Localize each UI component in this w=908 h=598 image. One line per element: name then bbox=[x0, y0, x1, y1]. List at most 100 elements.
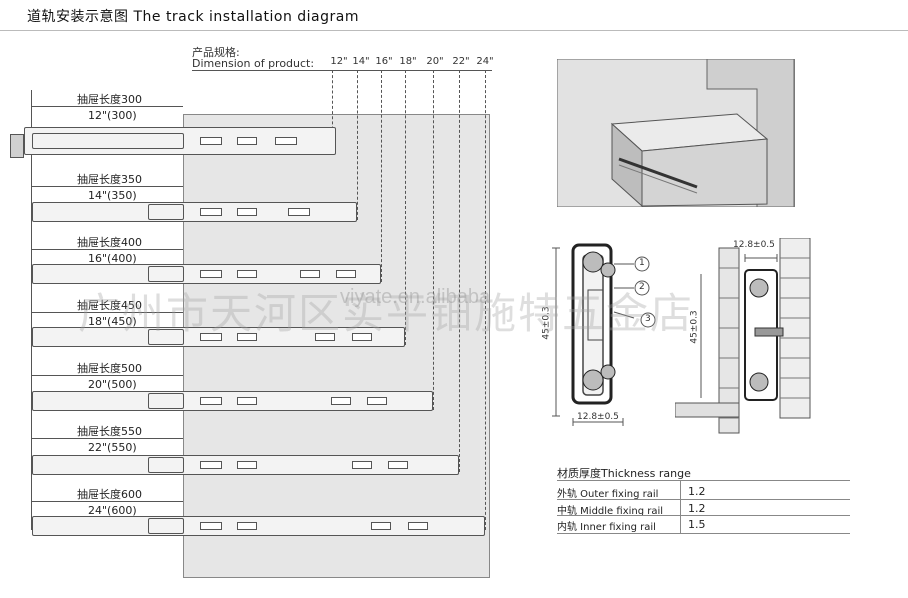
rail-front-bracket bbox=[10, 134, 24, 158]
size-label-20: 20" bbox=[426, 56, 444, 67]
guide-line-18 bbox=[405, 70, 406, 345]
table-column-divider bbox=[680, 480, 681, 533]
guide-line-24 bbox=[485, 70, 486, 530]
drawer-length-label-cn: 抽屉长度350 bbox=[77, 173, 142, 186]
table-divider bbox=[557, 515, 850, 516]
mounting-slot bbox=[237, 522, 257, 530]
mounting-slot bbox=[200, 208, 222, 216]
drawer-length-dimension-line bbox=[31, 186, 183, 187]
size-label-12: 12" bbox=[330, 56, 348, 67]
thickness-table-title: 材质厚度Thickness range bbox=[557, 467, 691, 480]
mounting-slot bbox=[237, 137, 257, 145]
size-label-24: 24" bbox=[476, 56, 494, 67]
mounting-slot bbox=[275, 137, 297, 145]
guide-line-20 bbox=[433, 70, 434, 410]
callout-2: 2 bbox=[639, 282, 645, 292]
mounting-slot bbox=[352, 461, 372, 469]
outer-rail-name: 外轨 Outer fixing rail bbox=[557, 489, 659, 500]
drawer-length-dimension-line bbox=[31, 249, 183, 250]
table-divider bbox=[557, 533, 850, 534]
wall-mounting-diagram bbox=[675, 238, 811, 434]
mounting-slot bbox=[200, 137, 222, 145]
mounting-slot bbox=[237, 333, 257, 341]
drawer-cabinet-illustration bbox=[557, 59, 795, 207]
inner-rail-end-550 bbox=[148, 457, 184, 473]
guide-line-16 bbox=[381, 70, 382, 282]
guide-line-14 bbox=[357, 70, 358, 220]
inner-rail-end-400 bbox=[148, 266, 184, 282]
callout-3: 3 bbox=[645, 314, 651, 324]
slide-rail-600 bbox=[32, 516, 485, 536]
watermark-text-cn: 广州市天河区实平钿施特五金店 bbox=[78, 289, 695, 338]
mounting-slot bbox=[408, 522, 428, 530]
mounting-slot bbox=[200, 270, 222, 278]
drawer-length-label-en: 24"(600) bbox=[88, 504, 137, 517]
drawer-length-label-en: 22"(550) bbox=[88, 441, 137, 454]
inner-rail-end-600 bbox=[148, 518, 184, 534]
inner-rail-end-450 bbox=[148, 329, 184, 345]
mounting-slot bbox=[237, 208, 257, 216]
drawer-length-label-cn: 抽屉长度600 bbox=[77, 488, 142, 501]
drawer-length-label-cn: 抽屉长度300 bbox=[77, 93, 142, 106]
drawer-length-dimension-line bbox=[31, 312, 183, 313]
middle-rail-name: 中轨 Middle fixing rail bbox=[557, 506, 664, 517]
dimension-label-cn: 产品规格: bbox=[192, 46, 240, 59]
drawer-length-dimension-line bbox=[31, 106, 183, 107]
mounting-slot bbox=[237, 397, 257, 405]
mounting-slot bbox=[352, 333, 372, 341]
inner-rail-thickness: 1.5 bbox=[688, 518, 706, 531]
mounting-slot bbox=[315, 333, 335, 341]
middle-rail-thickness: 1.2 bbox=[688, 502, 706, 515]
size-label-22: 22" bbox=[452, 56, 470, 67]
outer-rail-thickness: 1.2 bbox=[688, 485, 706, 498]
mounting-slot bbox=[200, 397, 222, 405]
drawer-front-reference-line bbox=[31, 90, 32, 530]
mounting-slot bbox=[367, 397, 387, 405]
mounting-slot bbox=[300, 270, 320, 278]
inner-rail-end-350 bbox=[148, 204, 184, 220]
drawer-length-dimension-line bbox=[31, 438, 183, 439]
mounting-slot bbox=[331, 397, 351, 405]
guide-line-12 bbox=[332, 70, 333, 150]
title-divider bbox=[0, 30, 908, 31]
cross-section-width-label: 12.8±0.5 bbox=[577, 412, 619, 422]
drawer-length-label-en: 14"(350) bbox=[88, 189, 137, 202]
drawer-length-dimension-line bbox=[31, 501, 183, 502]
drawer-length-label-en: 12"(300) bbox=[88, 109, 137, 122]
slide-rail-350 bbox=[32, 202, 357, 222]
mounting-slot bbox=[388, 461, 408, 469]
mounting-slot bbox=[200, 461, 222, 469]
drawer-length-dimension-line bbox=[31, 375, 183, 376]
drawer-length-label-cn: 抽屉长度400 bbox=[77, 236, 142, 249]
mounting-slot bbox=[200, 522, 222, 530]
inner-rail-end-500 bbox=[148, 393, 184, 409]
mounting-slot bbox=[237, 461, 257, 469]
dimension-label-en: Dimension of product: bbox=[192, 57, 315, 70]
mounting-slot bbox=[288, 208, 310, 216]
drawer-length-label-en: 16"(400) bbox=[88, 252, 137, 265]
drawer-length-label-en: 18"(450) bbox=[88, 315, 137, 328]
drawer-length-label-cn: 抽屉长度500 bbox=[77, 362, 142, 375]
size-label-14: 14" bbox=[352, 56, 370, 67]
inner-rail-300 bbox=[32, 133, 184, 149]
dimension-underline bbox=[192, 70, 492, 71]
size-label-18: 18" bbox=[399, 56, 417, 67]
callout-1: 1 bbox=[639, 258, 645, 268]
watermark-text-en: viyate.en.alibaba bbox=[340, 286, 491, 308]
mounting-slot bbox=[336, 270, 356, 278]
table-divider bbox=[557, 480, 850, 481]
drawer-length-label-cn: 抽屉长度450 bbox=[77, 299, 142, 312]
guide-line-22 bbox=[459, 70, 460, 472]
slide-rail-500 bbox=[32, 391, 433, 411]
size-label-16: 16" bbox=[375, 56, 393, 67]
drawer-length-label-en: 20"(500) bbox=[88, 378, 137, 391]
mounting-slot bbox=[371, 522, 391, 530]
drawer-length-label-cn: 抽屉长度550 bbox=[77, 425, 142, 438]
mounting-slot bbox=[237, 270, 257, 278]
inner-rail-name: 内轨 Inner fixing rail bbox=[557, 522, 656, 533]
page-title: 道轨安装示意图 The track installation diagram bbox=[27, 9, 359, 25]
table-divider bbox=[557, 499, 850, 500]
mounting-slot bbox=[200, 333, 222, 341]
mount-width-label: 12.8±0.5 bbox=[733, 240, 775, 250]
rail-cross-section bbox=[552, 243, 656, 426]
